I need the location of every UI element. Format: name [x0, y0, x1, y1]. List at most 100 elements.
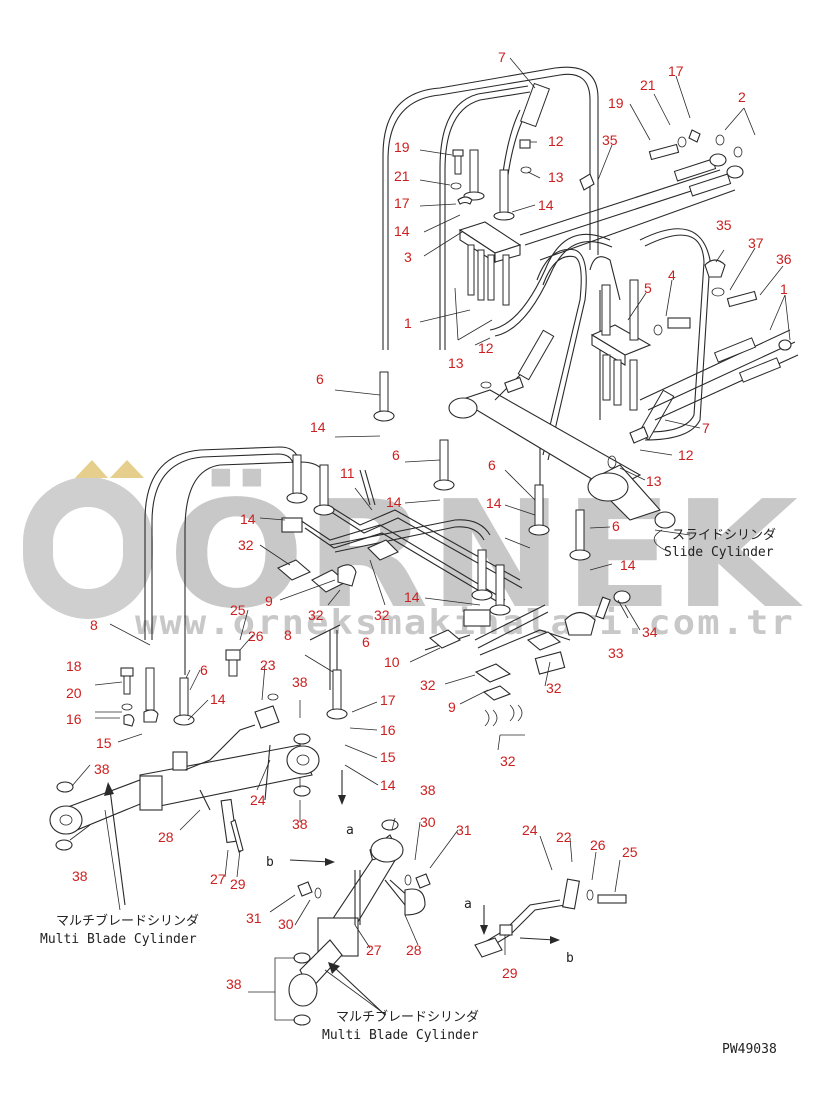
text-labels: スライドシリンダ Slide Cylinder マルチブレードシリンダ Mult… [40, 528, 777, 1057]
drawing-id: PW49038 [722, 1042, 777, 1057]
leader-lines [69, 57, 791, 1021]
callout-c32-f: 32 [500, 753, 516, 769]
callout-c37: 37 [748, 235, 764, 251]
watermark-umlaut-left [75, 460, 108, 478]
callout-c6-b: 6 [392, 447, 400, 463]
callout-c25-r: 25 [622, 844, 638, 860]
view-a-right-label: a [464, 897, 472, 912]
callout-c32-e: 32 [546, 680, 562, 696]
callout-c38-b: 38 [94, 761, 110, 777]
callout-c11: 11 [340, 465, 355, 481]
callout-c14-l: 14 [394, 223, 410, 239]
callout-c12-m: 12 [478, 340, 494, 356]
callout-c13-t: 13 [548, 169, 564, 185]
callout-c38-a: 38 [292, 674, 308, 690]
callout-c6-c: 6 [488, 457, 496, 473]
callout-c28-l: 28 [158, 829, 174, 845]
callout-c14-e: 14 [620, 557, 636, 573]
callout-c35-r: 35 [716, 217, 732, 233]
multi-blade-bottom-label-jp: マルチブレードシリンダ [336, 1009, 479, 1025]
slide-cylinder-label-en: Slide Cylinder [664, 545, 774, 560]
callout-c14-a: 14 [310, 419, 326, 435]
callout-c24-r: 24 [522, 822, 538, 838]
callout-c34: 34 [642, 624, 658, 640]
callout-c29-r: 29 [502, 965, 518, 981]
callout-c36: 36 [776, 251, 792, 267]
multi-blade-bottom-label-en: Multi Blade Cylinder [322, 1028, 479, 1043]
valve-block-5 [517, 279, 691, 441]
view-arrows [104, 770, 560, 1016]
callout-c13-r: 13 [646, 473, 662, 489]
callout-c35-t: 35 [602, 132, 618, 148]
callout-c13-m: 13 [448, 355, 464, 371]
callout-c8-a: 8 [90, 617, 98, 633]
pipes-middle [143, 371, 631, 727]
callout-c30-b: 30 [278, 916, 294, 932]
view-b-label: b [266, 855, 274, 870]
callout-c24-l: 24 [250, 792, 266, 808]
multi-blade-left-label-jp: マルチブレードシリンダ [56, 913, 199, 929]
callout-c8-b: 8 [284, 627, 292, 643]
callout-c17-top: 17 [668, 63, 684, 79]
callout-c14-g: 14 [210, 691, 226, 707]
callout-c14-f: 14 [404, 589, 420, 605]
callout-c14-d: 14 [240, 511, 256, 527]
callout-c32-b: 32 [308, 607, 324, 623]
callout-c17-m: 17 [380, 692, 396, 708]
pipe-bracket-bottom-right [474, 878, 627, 958]
callout-c22: 22 [556, 829, 572, 845]
callout-c31-b: 31 [246, 910, 262, 926]
callout-c14-h: 14 [380, 777, 396, 793]
callout-c29-l: 29 [230, 876, 246, 892]
callout-c25-l: 25 [230, 602, 246, 618]
callout-c32-a: 32 [238, 537, 254, 553]
callout-c19-tr: 19 [608, 95, 624, 111]
callout-c14-c: 14 [486, 495, 502, 511]
callout-c27-l: 27 [210, 871, 226, 887]
multi-blade-left-label-en: Multi Blade Cylinder [40, 932, 197, 947]
watermark-umlaut-right [110, 460, 144, 478]
callout-c32-d: 32 [420, 677, 436, 693]
callout-c12-r: 12 [678, 447, 694, 463]
callout-c38-d: 38 [420, 782, 436, 798]
slide-cylinder-label-jp: スライドシリンダ [672, 528, 776, 543]
callout-c15-m: 15 [380, 749, 396, 765]
callout-c18: 18 [66, 658, 82, 674]
callout-c33: 33 [608, 645, 624, 661]
callout-c6-d: 6 [612, 518, 620, 534]
callout-c3: 3 [404, 249, 412, 265]
callout-c4: 4 [668, 267, 676, 283]
callout-c38-c: 38 [292, 816, 308, 832]
callout-c20: 20 [66, 685, 82, 701]
callout-c17-l: 17 [394, 195, 410, 211]
callout-c1-r: 1 [780, 281, 788, 297]
callout-c7-top: 7 [498, 49, 506, 65]
callout-c6-f: 6 [200, 662, 208, 678]
callout-c14-t: 14 [538, 197, 554, 213]
slide-cylinder [448, 374, 676, 551]
callout-c23: 23 [260, 657, 276, 673]
callout-c38-e: 38 [72, 868, 88, 884]
callout-c26-r: 26 [590, 837, 606, 853]
callout-c19-l: 19 [394, 139, 410, 155]
callout-c32-c: 32 [374, 607, 390, 623]
callout-c28-b: 28 [406, 942, 422, 958]
callout-c9-b: 9 [448, 699, 456, 715]
multi-blade-cylinder-bottom [288, 819, 431, 1026]
valve-block-3 [450, 82, 550, 306]
callout-c21-l: 21 [394, 168, 410, 184]
callout-c7-r: 7 [702, 420, 710, 436]
view-b-right-label: b [566, 951, 574, 966]
view-a-label: a [346, 823, 354, 838]
callout-c38-f: 38 [226, 976, 242, 992]
callout-c14-b: 14 [386, 494, 402, 510]
callout-c6-e: 6 [362, 634, 370, 650]
callout-c15-l: 15 [96, 735, 112, 751]
callout-c16-l: 16 [66, 711, 82, 727]
callout-c9-a: 9 [265, 593, 273, 609]
multi-blade-cylinder-left [49, 649, 320, 853]
callout-c31-t: 31 [456, 822, 472, 838]
